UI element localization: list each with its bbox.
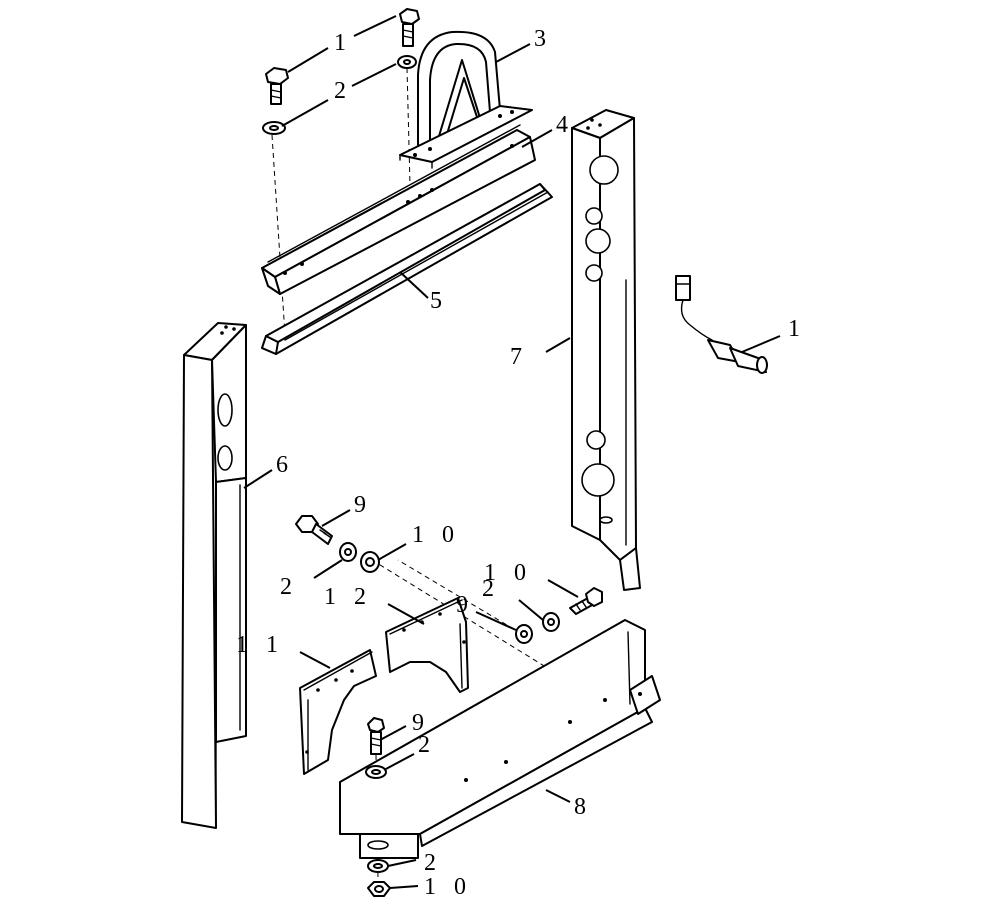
callout-5: 5	[430, 288, 448, 314]
bolt-middle-left	[295, 515, 380, 573]
callout-7: 7	[510, 344, 528, 370]
callout-12: 1 2	[324, 584, 372, 610]
callout-2-middle-right: 2	[482, 576, 500, 602]
lifting-handle-part-3	[399, 30, 533, 169]
callout-10-lowest: 1 0	[424, 874, 472, 900]
callout-2-bottom: 2	[418, 732, 436, 758]
plate-part-12	[385, 597, 469, 693]
plate-part-11	[299, 649, 377, 775]
leader-lines	[243, 15, 781, 889]
callout-3: 3	[534, 26, 552, 52]
callout-8: 8	[574, 794, 592, 820]
cross-beam-part-4	[261, 124, 536, 295]
callout-10-middle-right: 1 0	[484, 560, 532, 586]
angle-beam-part-5	[261, 183, 553, 355]
callout-2-top: 2	[334, 78, 352, 104]
bolt-top-right	[397, 8, 420, 69]
callout-11: 1 1	[236, 632, 284, 658]
callout-13: 1	[788, 316, 806, 342]
right-upright-part-7	[571, 109, 641, 591]
lower-beam-part-8	[339, 619, 661, 859]
bolt-middle-right	[515, 587, 603, 644]
left-upright-part-6	[181, 322, 247, 829]
callout-9-bottom: 9	[412, 710, 430, 736]
callout-1-top: 1	[334, 30, 352, 56]
bolt-top-left	[262, 67, 289, 135]
callout-labels: 1 2 3 4 5 7 1 6 9 1 0 2 1 2 1 0 2 9 1 1 …	[236, 26, 806, 900]
callout-2-lowest: 2	[424, 850, 442, 876]
callout-9-middle-right: 9	[456, 592, 474, 618]
callout-4: 4	[556, 112, 574, 138]
callout-6: 6	[276, 452, 294, 478]
callout-10-middle-left: 1 0	[412, 522, 460, 548]
callout-9-middle: 9	[354, 492, 372, 518]
sensor-cable-part-13	[675, 275, 768, 374]
callout-2-middle-left: 2	[280, 574, 298, 600]
